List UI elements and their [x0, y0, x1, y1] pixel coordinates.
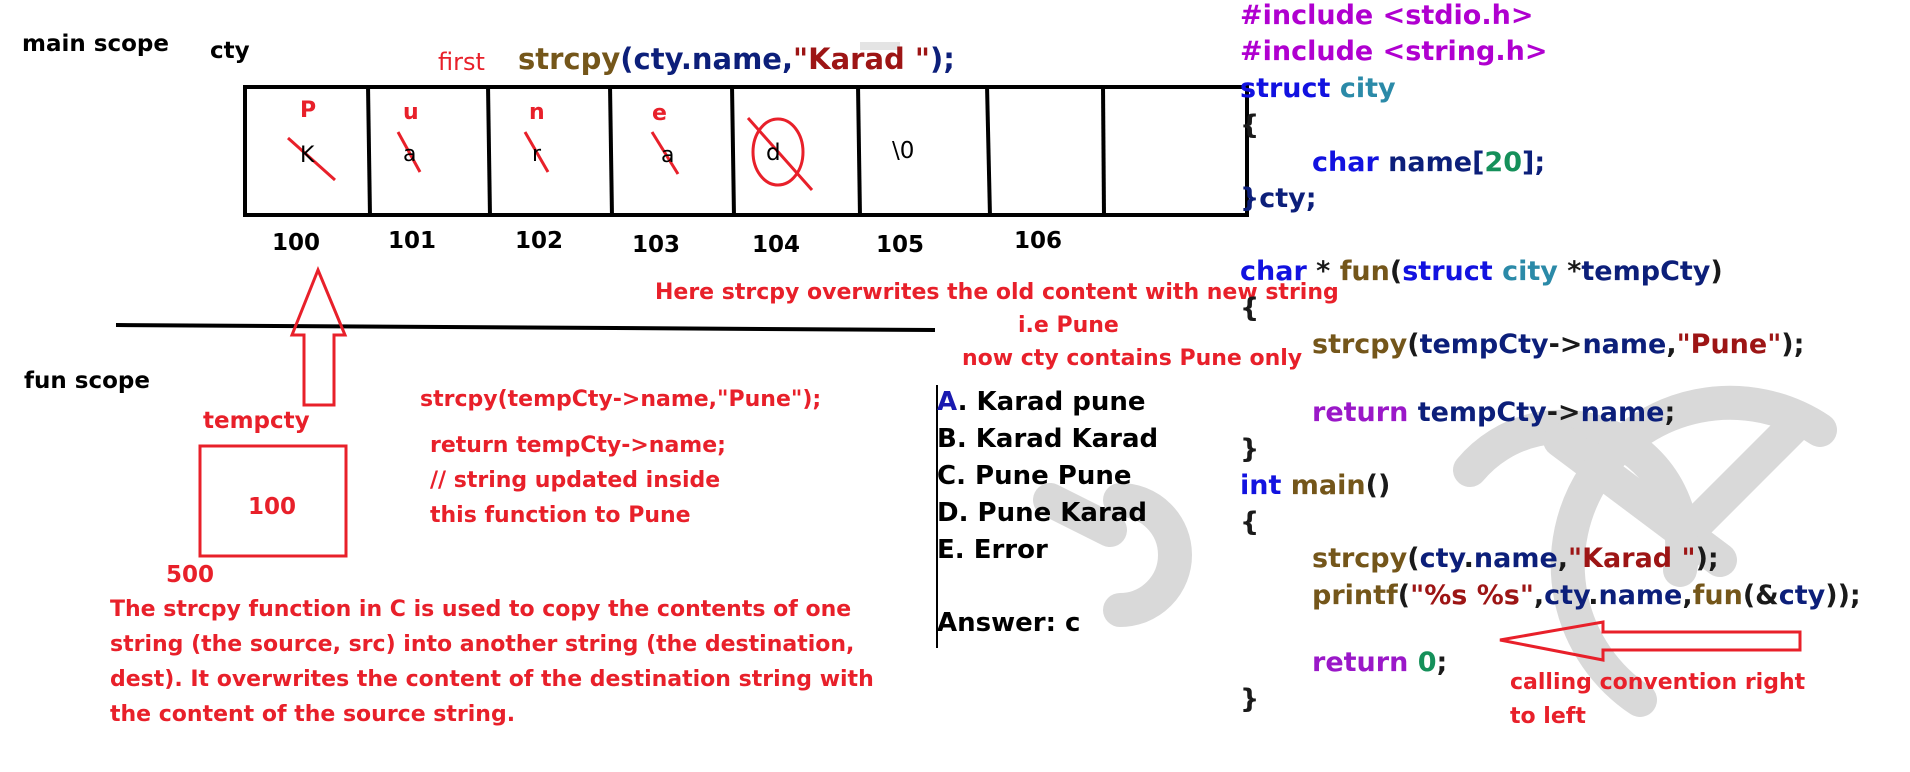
cell-divider: [730, 84, 736, 218]
cell-divider: [486, 84, 492, 218]
cell-divider: [608, 84, 614, 218]
overwrite-note-line: i.e Pune: [1018, 313, 1119, 338]
calling-convention-note: to left: [1510, 704, 1586, 729]
fun-scope-label: fun scope: [24, 368, 150, 394]
cell-divider: [856, 84, 862, 218]
tempcty-box: [198, 444, 348, 558]
strike-line: [287, 136, 336, 182]
cell-divider: [985, 84, 992, 218]
code-line-struct-close: }cty;: [1240, 183, 1317, 214]
cell-old-char: r: [532, 142, 542, 167]
fun-comment-note: // string updated inside: [430, 468, 721, 493]
cell-divider: [366, 84, 372, 218]
strike-line: [396, 131, 422, 173]
cell-old-char: a: [661, 143, 675, 168]
code-line-fun-close: }: [1240, 434, 1260, 465]
code-line-include-stdio: #include <stdio.h>: [1240, 0, 1534, 31]
cell-address: 101: [388, 228, 437, 254]
code-line-fun-strcpy: strcpy(tempCty->name,"Pune");: [1312, 329, 1805, 360]
explanation-line: The strcpy function in C is used to copy…: [110, 597, 852, 622]
answer-option: C. Pune Pune: [937, 461, 1132, 491]
code-line-fun-open: {: [1240, 293, 1260, 324]
code-line-main-close: }: [1240, 684, 1260, 715]
fun-return-note: return tempCty->name;: [430, 433, 726, 458]
fun-strcpy-note: strcpy(tempCty->name,"Pune");: [420, 387, 822, 412]
strike-line: [523, 131, 550, 173]
first-strcpy-statement: strcpy(cty.name,"Karad ");: [518, 42, 955, 76]
pointer-arrow: [289, 266, 348, 407]
answer-option: A. Karad pune: [937, 387, 1146, 417]
first-label: first: [438, 48, 485, 76]
highlight-circle: [751, 117, 805, 187]
overwrite-note-line: Here strcpy overwrites the old content w…: [655, 280, 1339, 305]
scope-separator: [115, 323, 936, 332]
cell-new-char: P: [300, 98, 317, 123]
cell-new-char: u: [403, 100, 419, 125]
cell-new-char: n: [529, 100, 545, 125]
code-line-main-signature: int main(): [1240, 470, 1391, 501]
answer-option: B. Karad Karad: [937, 424, 1159, 454]
fun-comment-note: this function to Pune: [430, 503, 691, 528]
cell-new-char: e: [652, 101, 667, 126]
calling-convention-note: calling convention right: [1510, 670, 1806, 695]
tempcty-address: 500: [166, 562, 215, 588]
cell-null-terminator: \0: [892, 138, 915, 164]
code-line-main-printf: printf("%s %s",cty.name,fun(&cty));: [1312, 580, 1861, 611]
memory-array-outline: [243, 85, 1249, 217]
cell-address: 100: [272, 230, 321, 256]
answer-option: D. Pune Karad: [937, 498, 1147, 528]
cty-variable-label: cty: [210, 38, 250, 64]
code-line-fun-signature: char * fun(struct city *tempCty): [1240, 256, 1723, 287]
cell-address: 104: [752, 232, 801, 258]
cell-address: 103: [632, 232, 681, 258]
cell-address: 102: [515, 228, 564, 254]
tempcty-label: tempcty: [203, 408, 310, 434]
cell-divider: [1101, 84, 1106, 218]
code-line-main-strcpy: strcpy(cty.name,"Karad ");: [1312, 543, 1719, 574]
code-line-include-string: #include <string.h>: [1240, 36, 1548, 67]
calling-convention-arrow: [1499, 620, 1802, 662]
explanation-line: string (the source, src) into another st…: [110, 632, 855, 657]
cell-old-char: d: [766, 140, 781, 166]
code-line-fun-return: return tempCty->name;: [1312, 397, 1676, 428]
cell-old-char: a: [403, 142, 417, 167]
answer-text: Answer: c: [937, 608, 1081, 638]
overwrite-note-line: now cty contains Pune only: [962, 346, 1303, 371]
tempcty-value: 100: [248, 494, 297, 520]
code-line-struct: struct city: [1240, 73, 1396, 104]
code-line-member: char name[20];: [1312, 147, 1546, 178]
strike-line: [650, 131, 680, 175]
explanation-line: the content of the source string.: [110, 702, 516, 727]
strike-line: [746, 117, 814, 191]
code-line-main-return: return 0;: [1312, 647, 1448, 678]
main-scope-label: main scope: [22, 31, 169, 57]
code-line-main-open: {: [1240, 507, 1260, 538]
code-line-struct-open: {: [1240, 110, 1260, 141]
cell-old-char: K: [300, 143, 315, 168]
cell-address: 106: [1014, 228, 1063, 254]
answer-option: E. Error: [937, 535, 1048, 565]
explanation-line: dest). It overwrites the content of the …: [110, 667, 874, 692]
cell-address: 105: [876, 232, 925, 258]
